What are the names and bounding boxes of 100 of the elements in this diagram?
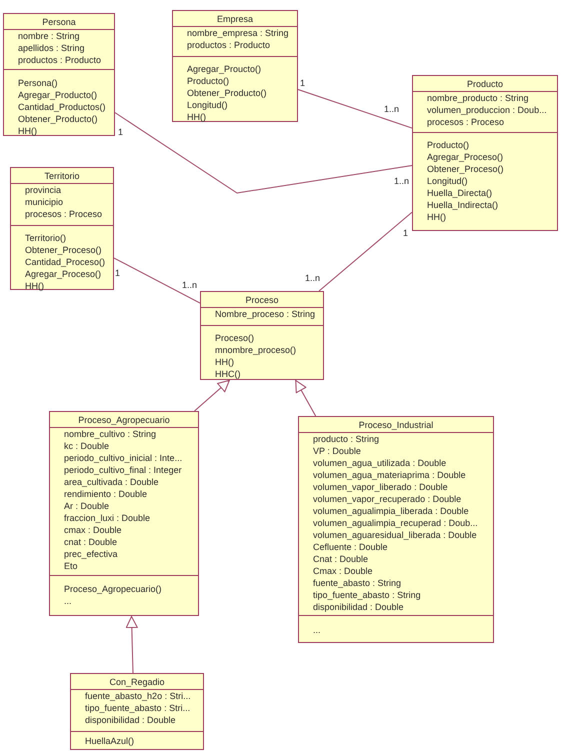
attribute-text: Eto (64, 560, 78, 572)
attribute-text: cmax : Double (64, 524, 122, 536)
operation-text: HuellaAzul() (85, 735, 134, 747)
operation-text: HH() (25, 280, 44, 292)
class-box (3, 13, 115, 136)
attribute-text: volumen_agua_utilizada : Double (313, 457, 446, 469)
attribute-text: kc : Double (64, 440, 110, 452)
class-name: Proceso_Industrial (358, 418, 434, 430)
operation-text: Agregar_Proceso() (427, 151, 504, 163)
operation-text: Cantidad_Productos() (18, 101, 106, 113)
attribute-text: Cmax : Double (313, 565, 373, 577)
attribute-text: rendimiento : Double (64, 488, 148, 500)
operation-text: Proceso() (215, 332, 254, 344)
operation-text: Obtener_Producto() (18, 113, 98, 125)
attribute-text: fraccion_luxi : Double (64, 512, 150, 524)
operations-compartment (173, 56, 297, 121)
attribute-text: volumen_aguaresidual_liberada : Double (313, 529, 477, 541)
attribute-text: cnat : Double (64, 536, 118, 548)
operation-text: Producto() (187, 75, 230, 87)
class-box (10, 167, 114, 290)
attribute-text: producto : String (313, 433, 380, 445)
attribute-text: area_cultivada : Double (64, 476, 159, 488)
generalization-arrow (194, 380, 230, 412)
attribute-text: volumen_produccion : Doub... (427, 104, 547, 116)
attribute-text: volumen_agualimpia_liberada : Double (313, 505, 469, 517)
operation-text: HH() (215, 356, 234, 368)
operation-text: Agregar_Proucto() (187, 63, 262, 75)
operation-text: Obtener_Producto() (187, 87, 267, 99)
association-line (114, 258, 200, 304)
attribute-text: periodo_cultivo_final : Integer (64, 464, 182, 476)
operation-text: Agregar_Producto() (18, 89, 98, 101)
multiplicity-label: 1..n (394, 175, 410, 187)
attribute-text: fuente_abasto : String (313, 577, 402, 589)
multiplicity-label: 1..n (182, 279, 198, 291)
operation-text: Producto() (427, 139, 470, 151)
attribute-text: productos : Producto (187, 39, 270, 51)
operation-text: Territorio() (25, 232, 66, 244)
attribute-text: nombre : String (18, 30, 80, 42)
operation-text: Huella_Directa() (427, 187, 492, 199)
operation-text: Proceso_Agropecuario() (64, 583, 162, 595)
operations-compartment (4, 69, 114, 135)
multiplicity-label: 1..n (384, 103, 400, 115)
class-box (412, 75, 558, 231)
attribute-text: procesos : Proceso (25, 208, 102, 220)
attribute-text: Ar : Double (64, 500, 110, 512)
class-box (49, 411, 199, 616)
operation-text: HHC() (215, 368, 240, 380)
attribute-text: tipo_fuente_abasto : Stri... (85, 702, 190, 714)
multiplicity-label: 1 (300, 77, 306, 89)
operation-text: Persona() (18, 77, 58, 89)
association-line (298, 89, 412, 129)
operations-compartment (201, 325, 323, 379)
attribute-text: municipio (25, 196, 64, 208)
attribute-text: prec_efectiva (64, 548, 118, 560)
attribute-text: VP : Double (313, 445, 361, 457)
operation-text: Longitud() (427, 175, 468, 187)
class-name: Empresa (216, 12, 253, 24)
class-name: Proceso_Agropecuario (78, 414, 170, 426)
attribute-text: procesos : Proceso (427, 116, 504, 128)
attribute-text: nombre_producto : String (427, 92, 529, 104)
association-line (114, 112, 412, 194)
attribute-text: provincia (25, 184, 62, 196)
attribute-text: periodo_cultivo_inicial : Inte... (64, 452, 182, 464)
operation-text: Longitud() (187, 99, 228, 111)
attribute-text: disponibilidad : Double (85, 714, 176, 726)
operation-text: Obtener_Proceso() (25, 244, 102, 256)
attribute-text: volumen_agualimpia_recuperad : Doub... (313, 517, 478, 529)
operation-text: Huella_Indirecta() (427, 199, 498, 211)
class-name: Proceso (245, 294, 279, 306)
operation-text: HH() (427, 211, 446, 223)
attribute-text: productos : Producto (18, 54, 102, 66)
operation-text: Obtener_Proceso() (427, 163, 504, 175)
class-name: Persona (42, 16, 76, 28)
association-line (318, 212, 412, 292)
operation-text: Agregar_Proceso() (25, 268, 102, 280)
multiplicity-label: 1 (118, 126, 124, 138)
attribute-text: Cnat : Double (313, 553, 368, 565)
class-box (172, 10, 298, 122)
attribute-text: nombre_empresa : String (187, 27, 289, 39)
attribute-text: tipo_fuente_abasto : String (313, 589, 421, 601)
operation-text: HH() (187, 111, 206, 123)
class-name: Con_Regadio (109, 676, 165, 688)
attribute-text: apellidos : String (18, 42, 85, 54)
operation-text: mnombre_proceso() (215, 344, 296, 356)
attribute-text: fuente_abasto_h2o : Stri... (85, 690, 191, 702)
multiplicity-label: 1 (115, 267, 120, 279)
attribute-text: Cefluente : Double (313, 541, 388, 553)
class-name: Territorio (44, 170, 80, 182)
class-name: Producto (466, 78, 504, 90)
operations-compartment (71, 731, 203, 749)
multiplicity-label: 1 (403, 227, 408, 239)
operation-text: ... (64, 595, 72, 607)
operations-compartment (11, 225, 113, 289)
attributes-compartment (299, 432, 493, 615)
generalization-arrow (294, 380, 316, 416)
class-box (200, 291, 324, 380)
class-box (70, 673, 204, 750)
attribute-text: volumen_agua_materiaprima : Double (313, 469, 466, 481)
attribute-text: volumen_vapor_liberado : Double (313, 481, 448, 493)
operation-text: ... (313, 624, 321, 636)
